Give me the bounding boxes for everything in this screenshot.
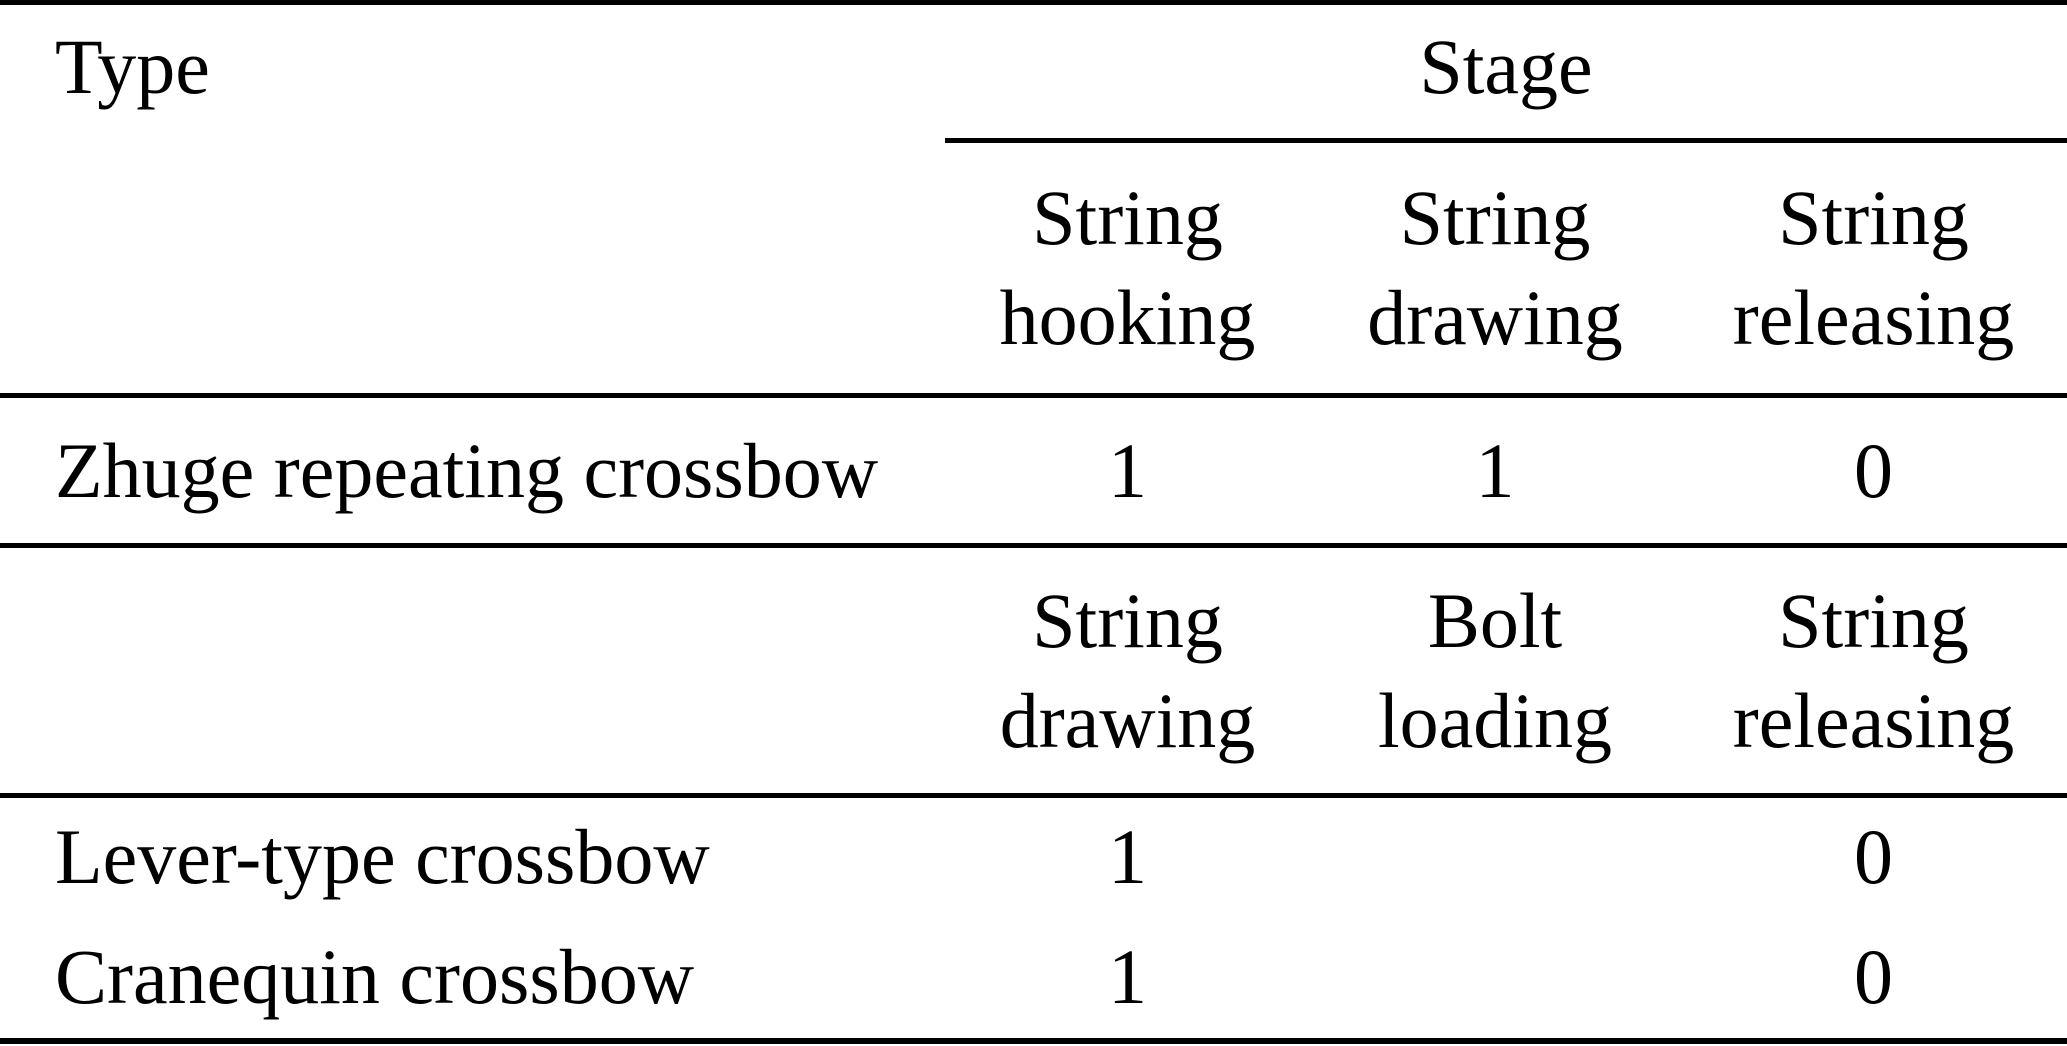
column-header-line1: String [1032,174,1223,261]
cell-value: 1 [1108,813,1147,901]
column-header-string-releasing: String releasing [1680,545,2067,798]
header-row: Type Stage [0,2,2067,143]
type-column-header: Type [55,23,210,110]
cell-value [1310,796,1680,917]
column-header-line2: loading [1378,676,1612,764]
row-label: Zhuge repeating crossbow [0,395,945,548]
cell-value: 0 [1680,916,2067,1044]
column-header-string-drawing: String drawing [945,545,1310,798]
table-row-lever: Lever-type crossbow 1 0 [0,796,2067,917]
column-header-line1: Bolt [1427,576,1563,664]
empty-cell [0,140,945,398]
column-header-string-releasing: String releasing [1680,140,2067,398]
column-header-line1: String [1399,174,1591,261]
cell-value: 1 [945,395,1310,548]
cell-value: 1 [945,916,1310,1044]
column-header-string-drawing: String drawing [1310,140,1680,398]
cell-value: 1 [1310,395,1680,548]
group1-subheader-row: String hooking String drawing String rel… [0,140,2067,398]
row-label: Cranequin crossbow [0,916,945,1044]
column-header-line1: String [1778,576,1969,664]
column-header-line2: drawing [999,676,1256,764]
row-label: Lever-type crossbow [55,813,710,901]
table-row-cranequin: Cranequin crossbow 1 0 [0,916,2067,1044]
column-header-line2: releasing [1732,676,2015,764]
cell-value: 0 [1854,813,1893,901]
group2-subheader-row: String drawing Bolt loading String relea… [0,545,2067,798]
cell-value [1310,916,1680,1044]
column-header-bolt-loading: Bolt loading [1310,545,1680,798]
cell-value: 0 [1680,395,2067,548]
column-header-string-hooking: String hooking [945,140,1310,398]
column-header-line2: hooking [999,274,1256,361]
column-header-line1: String [1778,174,1969,261]
column-header-line2: drawing [1367,274,1623,361]
empty-cell [0,545,945,798]
column-header-line2: releasing [1732,274,2015,361]
column-header-line1: String [1032,576,1223,664]
table-row-zhuge: Zhuge repeating crossbow 1 1 0 [0,395,2067,548]
stage-group-header: Stage [945,2,2067,143]
